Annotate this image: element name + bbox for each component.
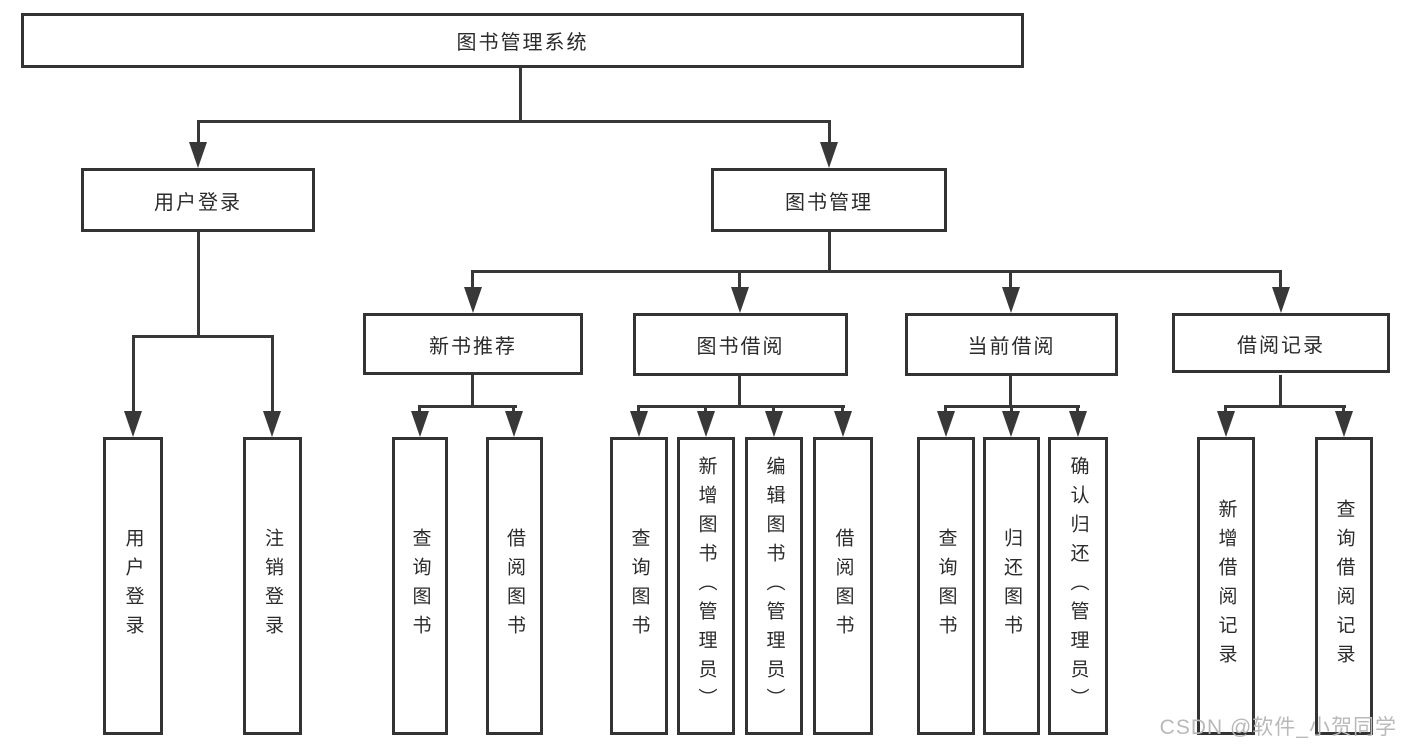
arrow-into-leaf — [937, 411, 955, 437]
arrow-into-leaf — [1002, 411, 1020, 437]
connector-drop-borrow-records — [1279, 270, 1282, 289]
arrow-into-current-borrow — [1002, 287, 1020, 313]
arrow-into-book-borrow — [731, 287, 749, 313]
connector-drop-leaf — [512, 405, 515, 415]
node-label: 新书推荐 — [429, 335, 517, 358]
node-label: 用户登录 — [154, 191, 242, 214]
arrow-into-user-login — [189, 142, 207, 168]
connector-current-borrow-stem — [1009, 375, 1012, 408]
leaf-label: 确认归还（管理员） — [1067, 455, 1089, 717]
leaf-borrow-books: 借阅图书 — [486, 437, 543, 735]
arrow-into-leaf — [1069, 411, 1087, 437]
connector-drop-leaf — [841, 405, 844, 415]
node-label: 图书管理系统 — [456, 32, 589, 54]
connector-new-books-stem — [471, 375, 474, 408]
connector-drop-leaf — [1076, 405, 1079, 415]
node-book-management: 图书管理 — [711, 168, 947, 232]
connector-level3-bar — [471, 270, 1282, 273]
node-borrow-records: 借阅记录 — [1172, 313, 1390, 373]
leaf-label: 借阅图书 — [832, 528, 854, 644]
node-label: 图书管理 — [785, 191, 873, 214]
leaf-add-books-admin: 新增图书（管理员） — [677, 437, 735, 735]
arrow-into-leaf — [411, 411, 429, 437]
arrow-into-new-books — [464, 287, 482, 313]
connector-borrow-records-stem — [1279, 375, 1282, 408]
connector-root-stem — [519, 68, 522, 122]
connector-drop-leaf — [418, 405, 421, 415]
node-current-borrow: 当前借阅 — [905, 313, 1118, 376]
node-user-login: 用户登录 — [81, 168, 315, 232]
leaf-query-borrow-record: 查询借阅记录 — [1315, 437, 1373, 735]
arrow-into-borrow-records — [1272, 287, 1290, 313]
node-book-borrow: 图书借阅 — [633, 313, 848, 376]
leaf-add-borrow-record: 新增借阅记录 — [1197, 437, 1255, 735]
connector-user-login-bar — [132, 335, 274, 338]
connector-drop-leaf — [944, 405, 947, 415]
node-new-book-recommend: 新书推荐 — [363, 313, 583, 375]
connector-drop-leaf — [1224, 405, 1227, 415]
arrow-into-leaf — [697, 411, 715, 437]
leaf-label: 注销登录 — [262, 528, 283, 644]
connector-drop-book-mgmt — [828, 120, 831, 144]
leaf-label: 编辑图书（管理员） — [763, 455, 785, 717]
leaf-return-books: 归还图书 — [983, 437, 1040, 735]
leaf-label: 查询图书 — [409, 528, 431, 644]
leaf-query-books: 查询图书 — [610, 437, 668, 735]
leaf-confirm-return-admin: 确认归还（管理员） — [1048, 437, 1108, 735]
leaf-borrow-books: 借阅图书 — [813, 437, 873, 735]
connector-level2-bar — [197, 120, 831, 123]
leaf-label: 查询图书 — [935, 528, 957, 644]
connector-drop-logout-leaf — [271, 335, 274, 413]
arrow-into-leaf — [1335, 411, 1353, 437]
leaf-label: 新增借阅记录 — [1215, 499, 1237, 673]
arrow-into-leaf — [1217, 411, 1235, 437]
connector-book-mgmt-stem — [828, 232, 831, 273]
connector-drop-new-books — [471, 270, 474, 289]
leaf-label: 查询图书 — [628, 528, 650, 644]
connector-book-borrow-bar — [637, 405, 845, 408]
connector-borrow-records-bar — [1224, 405, 1346, 408]
leaf-query-books: 查询图书 — [392, 437, 448, 735]
connector-drop-leaf — [704, 405, 707, 415]
connector-drop-book-borrow — [738, 270, 741, 289]
connector-drop-leaf — [1342, 405, 1345, 415]
arrow-into-leaf — [505, 411, 523, 437]
leaf-logout: 注销登录 — [243, 437, 302, 735]
node-label: 图书借阅 — [696, 336, 785, 358]
connector-drop-leaf — [637, 405, 640, 415]
arrow-into-leaf — [630, 411, 648, 437]
connector-drop-user-login — [197, 120, 200, 144]
arrow-into-leaf — [834, 411, 852, 437]
connector-drop-leaf — [1010, 405, 1013, 415]
leaf-label: 用户登录 — [122, 528, 144, 644]
connector-book-borrow-stem — [738, 375, 741, 408]
connector-user-login-stem — [197, 232, 200, 338]
node-label: 借阅记录 — [1237, 334, 1325, 357]
leaf-label: 新增图书（管理员） — [695, 455, 717, 717]
arrow-into-login-leaf — [124, 411, 142, 437]
arrow-into-logout-leaf — [263, 411, 281, 437]
arrow-into-book-mgmt — [820, 142, 838, 168]
node-library-system: 图书管理系统 — [21, 13, 1024, 68]
connector-drop-leaf — [772, 405, 775, 415]
connector-new-books-bar — [418, 405, 517, 408]
leaf-user-login: 用户登录 — [103, 437, 163, 735]
leaf-label: 借阅图书 — [504, 528, 525, 644]
node-label: 当前借阅 — [967, 336, 1056, 358]
leaf-label: 查询借阅记录 — [1333, 499, 1355, 673]
connector-drop-current-borrow — [1009, 270, 1012, 289]
leaf-label: 归还图书 — [1001, 528, 1022, 644]
connector-drop-login-leaf — [132, 335, 135, 413]
leaf-query-books: 查询图书 — [917, 437, 975, 735]
csdn-watermark: CSDN @软件_小贺同学 — [1159, 716, 1397, 739]
arrow-into-leaf — [765, 411, 783, 437]
leaf-edit-books-admin: 编辑图书（管理员） — [745, 437, 803, 735]
